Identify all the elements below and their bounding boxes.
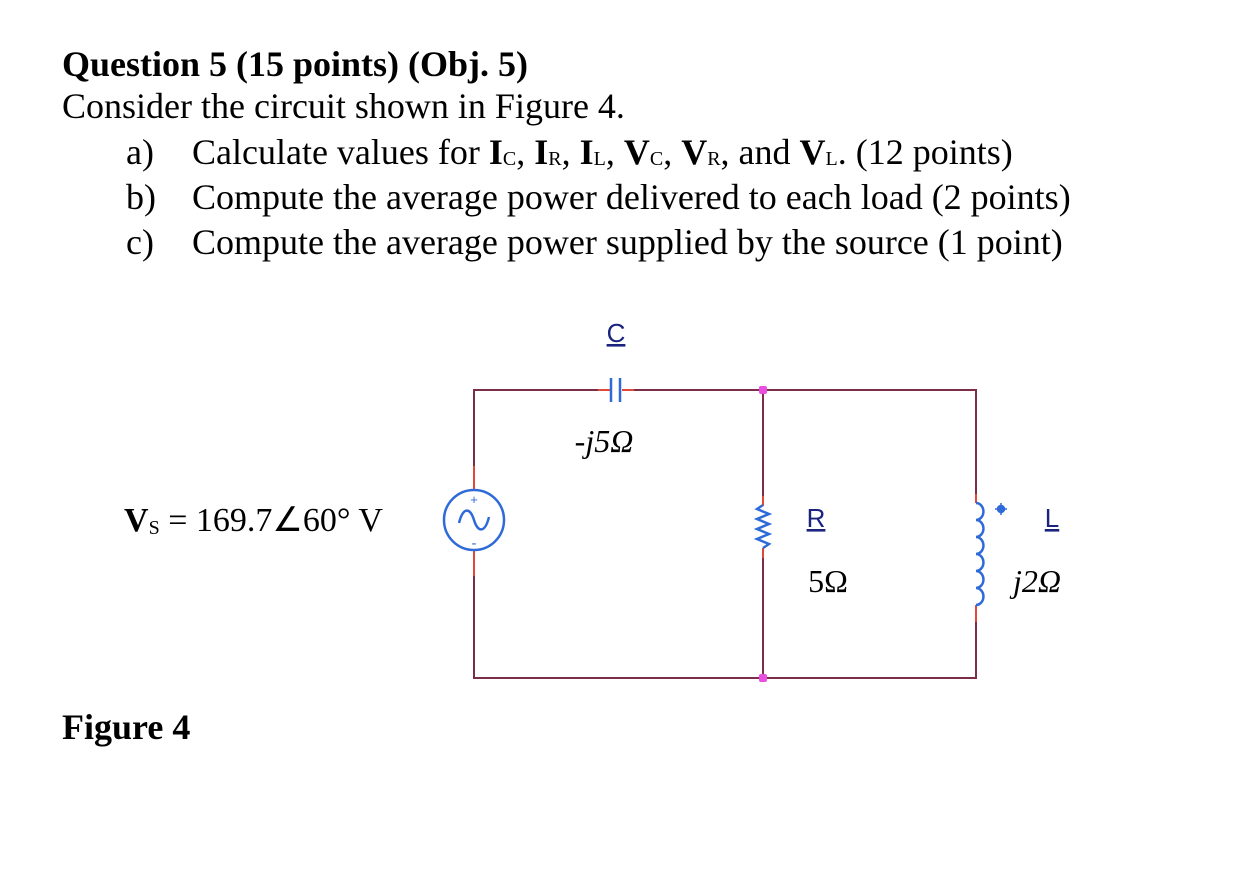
part-a: a) Calculate values for IC, IR, IL, VC, … bbox=[126, 130, 1071, 175]
wire-left-bottom bbox=[473, 574, 977, 679]
circuit-wires bbox=[473, 389, 977, 679]
ir-symbol: IR bbox=[534, 132, 562, 172]
part-a-letter: a) bbox=[126, 132, 154, 172]
question-title: Question 5 (15 points) (Obj. 5) bbox=[62, 44, 529, 84]
node-bottom bbox=[759, 674, 767, 682]
part-c-letter: c) bbox=[126, 222, 154, 262]
source-label: VS = 169.7∠60° V bbox=[124, 502, 383, 539]
figure-caption: Figure 4 bbox=[62, 707, 191, 747]
component-leads bbox=[473, 389, 977, 622]
inductor-symbol bbox=[975, 501, 985, 607]
resistor-symbol bbox=[753, 503, 773, 550]
part-b-letter: b) bbox=[126, 177, 156, 217]
wire-top-right bbox=[763, 389, 977, 498]
part-c-text: Compute the average power supplied by th… bbox=[192, 222, 1063, 262]
inductor-value-label: j2Ω bbox=[1009, 563, 1061, 599]
ic-symbol: IC bbox=[488, 132, 517, 172]
source-minus-sign: - bbox=[472, 535, 477, 552]
node-top bbox=[759, 386, 767, 394]
part-a-suffix: . (12 points) bbox=[837, 132, 1013, 172]
resistor-value-label: 5Ω bbox=[808, 563, 848, 599]
inductor-polarity-dot bbox=[995, 503, 1007, 515]
resistor-name-label: R bbox=[807, 503, 826, 533]
sine-wave-icon bbox=[457, 509, 491, 531]
capacitor-value-label: -j5Ω bbox=[575, 423, 634, 459]
part-c: c) Compute the average power supplied by… bbox=[126, 220, 1071, 265]
wire-left-top bbox=[473, 389, 604, 468]
question-intro: Consider the circuit shown in Figure 4. bbox=[62, 86, 625, 126]
source-subscript: S bbox=[149, 517, 160, 539]
inductor-name-label: L bbox=[1045, 503, 1059, 533]
voltage-source-symbol: + - bbox=[442, 488, 506, 552]
capacitor-name-label: C bbox=[607, 318, 626, 348]
part-a-prefix: Calculate values for bbox=[192, 132, 489, 172]
part-b-text: Compute the average power delivered to e… bbox=[192, 177, 1071, 217]
vc-symbol: VC bbox=[623, 132, 664, 172]
vr-symbol: VR bbox=[681, 132, 721, 172]
source-value: = 169.7∠60° V bbox=[160, 502, 384, 539]
capacitor-symbol bbox=[609, 378, 622, 402]
vl-symbol: VL bbox=[799, 132, 838, 172]
junction-nodes bbox=[759, 386, 767, 682]
part-a-text: Calculate values for IC, IR, IL, VC, VR,… bbox=[192, 132, 1013, 172]
il-symbol: IL bbox=[579, 132, 606, 172]
part-b: b) Compute the average power delivered t… bbox=[126, 175, 1071, 220]
source-v-symbol: V bbox=[124, 502, 149, 539]
question-parts: a) Calculate values for IC, IR, IL, VC, … bbox=[126, 130, 1071, 265]
source-plus-sign: + bbox=[470, 492, 478, 507]
